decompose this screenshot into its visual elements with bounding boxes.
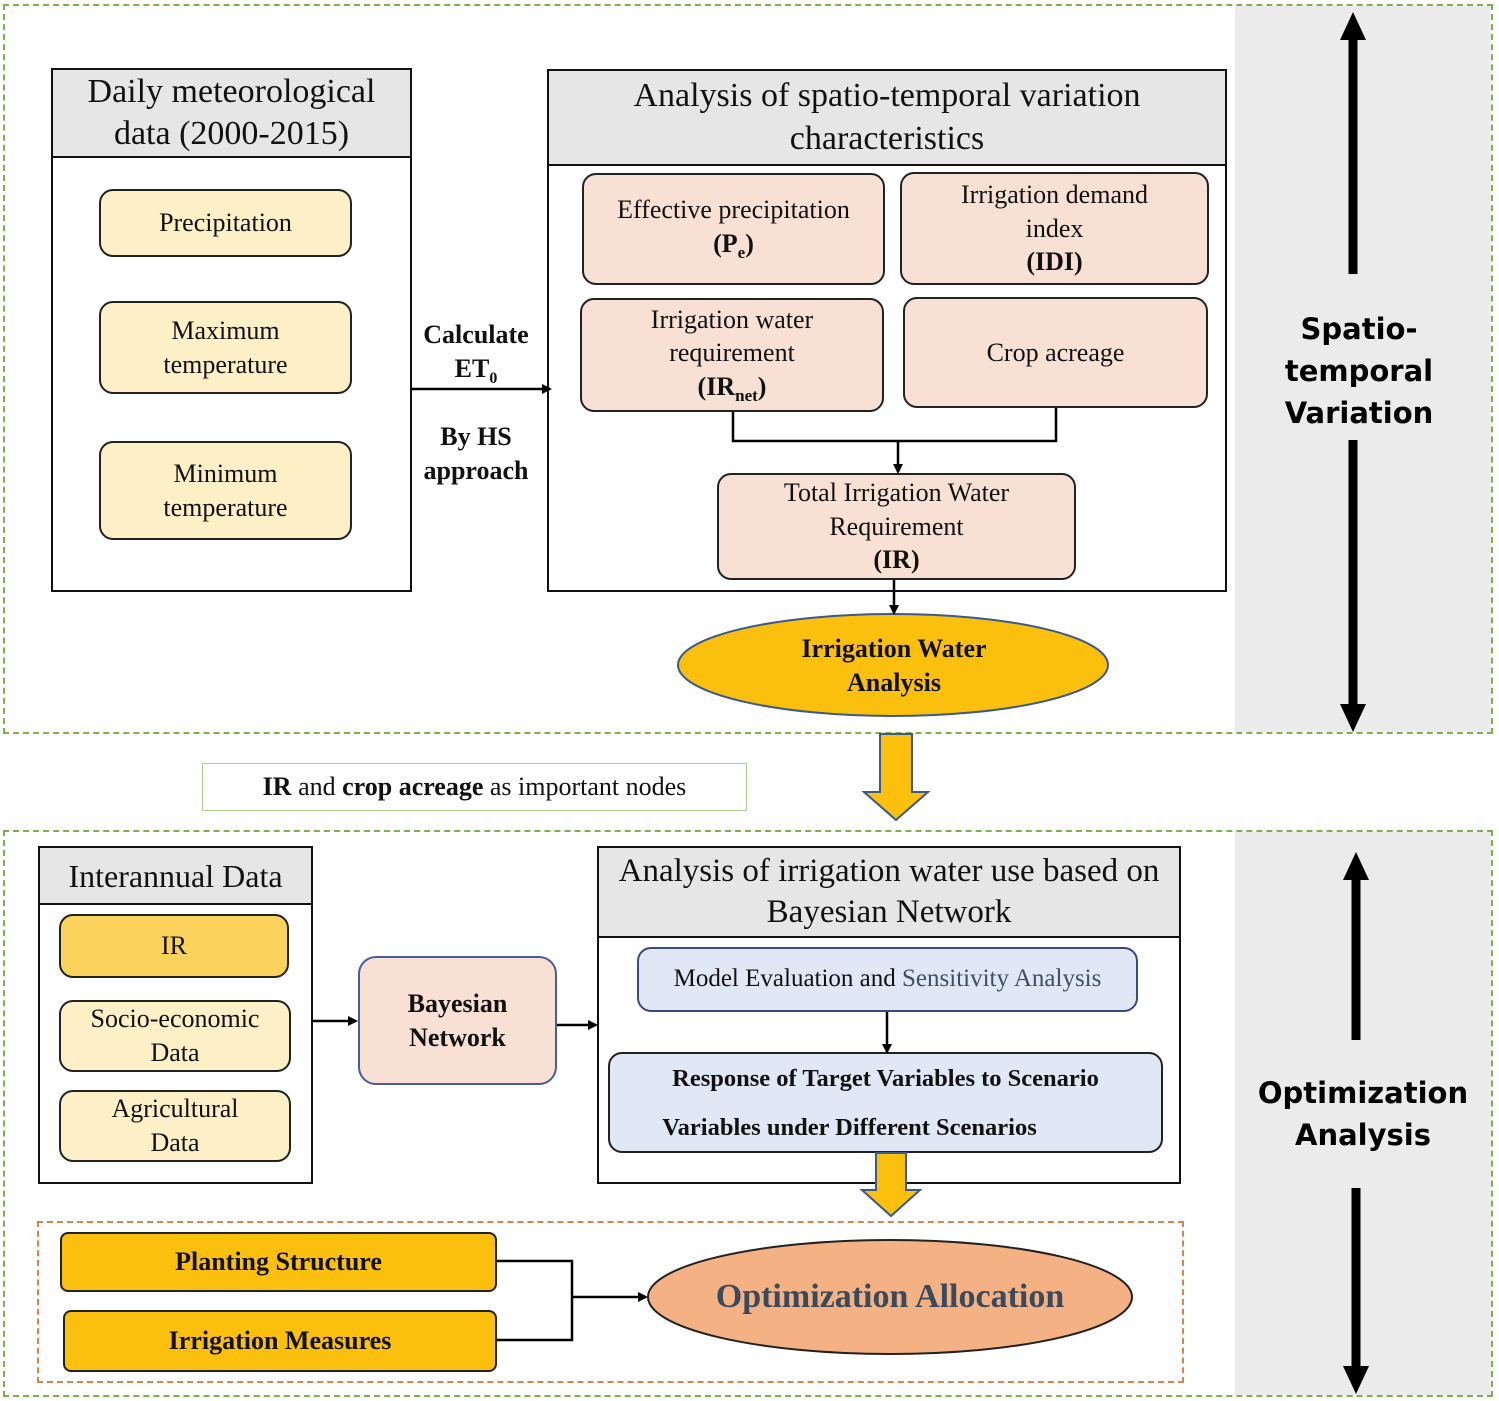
optimization-section bbox=[3, 830, 1493, 1397]
irrigation-water-analysis-label: Irrigation Water Analysis bbox=[801, 634, 987, 697]
crop-acreage-box: Crop acreage bbox=[903, 297, 1208, 408]
optimization-side-panel bbox=[1235, 832, 1491, 1395]
side-label-line1: Spatio-temporal bbox=[1284, 312, 1434, 389]
spatio-temporal-analysis-title: Analysis of spatio-temporal variation ch… bbox=[549, 71, 1225, 166]
optimization-label: Optimization Analysis bbox=[1257, 1076, 1469, 1153]
important-nodes-note: IR and crop acreage as important nodes bbox=[202, 763, 747, 811]
minimum-temperature-box: Minimum temperature bbox=[99, 441, 352, 540]
optimization-allocation-label: Optimization Allocation bbox=[715, 1278, 1065, 1315]
agricultural-data-box: Agricultural Data bbox=[59, 1090, 291, 1162]
spatio-temporal-side-panel bbox=[1235, 6, 1491, 732]
model-evaluation-box: Model Evaluation and Sensitivity Analysi… bbox=[637, 947, 1138, 1012]
bayesian-network-box: Bayesian Network bbox=[358, 956, 557, 1085]
planting-structure-box: Planting Structure bbox=[60, 1232, 497, 1292]
socio-economic-data-box: Socio-economic Data bbox=[59, 1000, 291, 1072]
irrigation-demand-index-box: Irrigation demand index (IDI) bbox=[900, 172, 1209, 285]
interannual-data-title: Interannual Data bbox=[40, 848, 311, 905]
total-irrigation-water-requirement-box: Total Irrigation Water Requirement (IR) bbox=[717, 473, 1076, 580]
effective-precipitation-box: Effective precipitation (Pe) bbox=[582, 173, 885, 285]
precipitation-box: Precipitation bbox=[99, 189, 352, 257]
bayesian-analysis-title: Analysis of irrigation water use based o… bbox=[599, 848, 1179, 938]
spatio-temporal-section bbox=[3, 4, 1493, 734]
optimization-allocation-frame bbox=[37, 1221, 1184, 1383]
ir-box: IR bbox=[59, 914, 289, 978]
section-transition-arrow bbox=[861, 733, 931, 822]
side-label-line2: Variation bbox=[1284, 396, 1434, 431]
scenario-response-box: Response of Target Variables to Scenario… bbox=[608, 1052, 1163, 1153]
irrigation-measures-box: Irrigation Measures bbox=[63, 1310, 497, 1372]
spatio-temporal-label: Spatio-temporal Variation bbox=[1235, 308, 1483, 434]
meteorological-data-title: Daily meteorological data (2000-2015) bbox=[53, 70, 410, 158]
hs-approach-label: By HS approach bbox=[423, 422, 529, 485]
irrigation-water-requirement-box: Irrigation water requirement (IRnet) bbox=[580, 298, 884, 412]
calculate-et0-label: Calculate ET0 bbox=[423, 320, 529, 387]
maximum-temperature-box: Maximum temperature bbox=[99, 301, 352, 394]
